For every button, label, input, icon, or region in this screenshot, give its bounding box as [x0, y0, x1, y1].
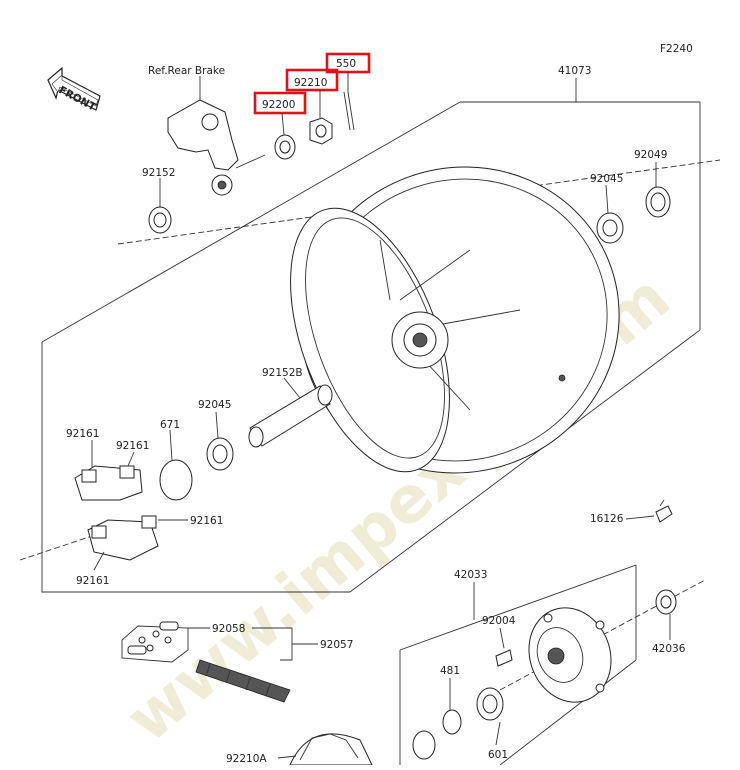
seal-92152 [148, 206, 172, 234]
part-label-601: 601 [488, 749, 508, 761]
damper-92161-upper [74, 465, 143, 501]
part-label-92161-c: 92161 [190, 515, 223, 527]
tube-92152b [248, 384, 333, 448]
seal-92210a [412, 730, 436, 760]
part-label-41073: 41073 [558, 65, 591, 77]
bearing-92045-mid [206, 437, 234, 471]
sprocket [289, 733, 373, 766]
bearing-601 [476, 687, 504, 721]
chain-92057 [195, 659, 291, 703]
nut-92210 [309, 117, 333, 145]
part-label-92210a: 92210A [226, 753, 267, 765]
part-label-92058: 92058 [212, 623, 245, 635]
hub-42033 [528, 607, 612, 703]
part-label-550: 550 [336, 58, 356, 70]
part-label-92152b: 92152B [262, 367, 303, 379]
bearing-92045-top [596, 212, 624, 244]
chain-joint-kit-92058 [121, 621, 189, 663]
seal-92049 [645, 186, 671, 218]
part-label-92161-b: 92161 [116, 440, 149, 452]
stud-92004 [495, 649, 513, 667]
part-label-92161-a: 92161 [66, 428, 99, 440]
valve-16126 [655, 499, 673, 523]
part-label-92152: 92152 [142, 167, 175, 179]
brake-bracket [167, 76, 266, 196]
highlight-box-92200 [253, 91, 307, 115]
frame-lines [19, 78, 721, 766]
part-label-42036: 42036 [652, 643, 686, 655]
part-label-481: 481 [440, 665, 460, 677]
figure-code: F2240 [660, 43, 693, 55]
cotter-pin-550 [343, 91, 355, 131]
part-label-92210: 92210 [294, 77, 327, 89]
part-label-92057: 92057 [320, 639, 353, 651]
part-label-16126: 16126 [590, 513, 624, 525]
collar-42036 [655, 589, 677, 615]
part-label-671: 671 [160, 419, 180, 431]
part-label-42033: 42033 [454, 569, 487, 581]
o-ring-671 [159, 459, 193, 501]
part-label-92200: 92200 [262, 99, 295, 111]
part-label-92161-d: 92161 [76, 575, 109, 587]
part-label-92004: 92004 [482, 615, 516, 627]
damper-92161-lower [87, 515, 159, 561]
front-arrow-icon: FRONT [47, 66, 101, 114]
ref-rear-brake-label: Ref.Rear Brake [148, 65, 225, 77]
part-label-92049: 92049 [634, 149, 667, 161]
leader-lines [91, 72, 671, 759]
highlight-box-92210 [285, 68, 339, 92]
part-label-92045-top: 92045 [590, 173, 623, 185]
wheel-41073 [290, 166, 620, 474]
circlip-481 [442, 709, 462, 735]
part-label-92045-mid: 92045 [198, 399, 231, 411]
